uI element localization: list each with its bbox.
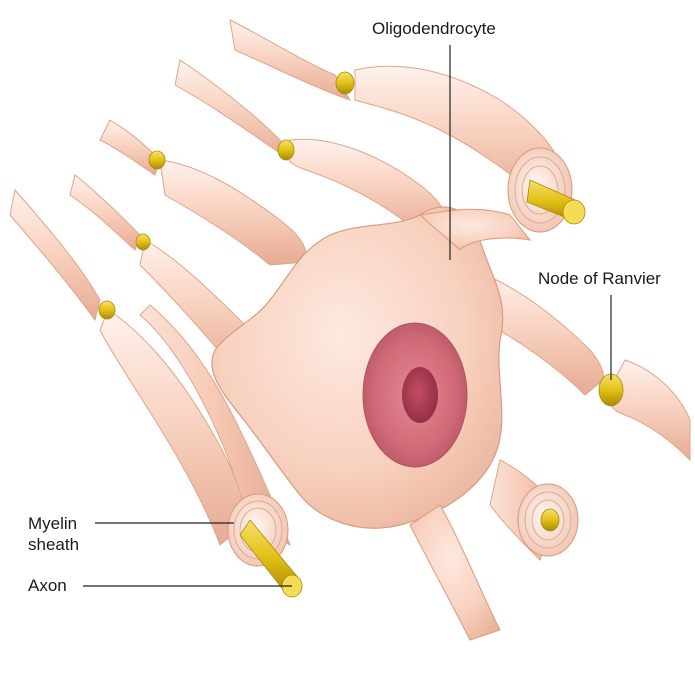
label-myelin-line2: sheath <box>28 534 79 555</box>
label-oligodendrocyte: Oligodendrocyte <box>372 18 496 39</box>
right-fiber <box>470 270 690 460</box>
top-right-fiber <box>508 148 585 232</box>
label-myelin-sheath: Myelin sheath <box>28 513 79 555</box>
nucleus <box>363 323 467 467</box>
label-node-of-ranvier: Node of Ranvier <box>538 268 661 289</box>
label-axon: Axon <box>28 575 67 596</box>
label-myelin-line1: Myelin <box>28 513 79 534</box>
front-right-fiber <box>490 460 578 560</box>
